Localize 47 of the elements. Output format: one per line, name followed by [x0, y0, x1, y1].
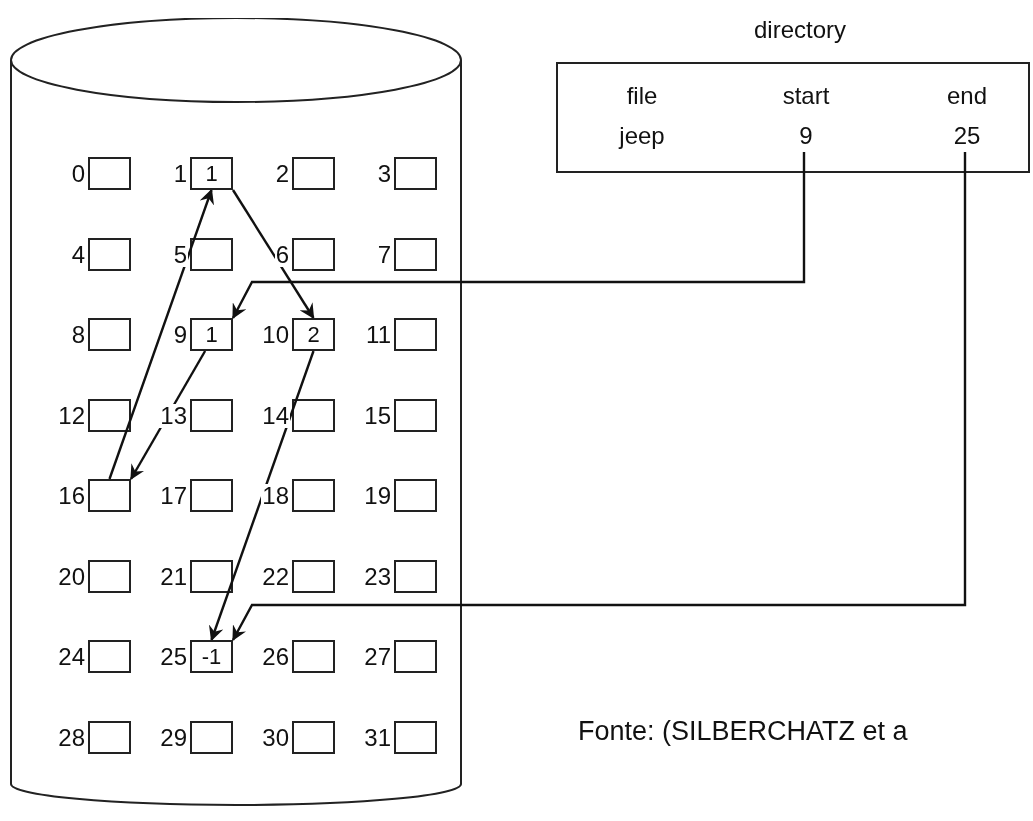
disk-block: 2	[292, 318, 335, 351]
arrow	[231, 152, 967, 642]
arrow	[108, 188, 214, 480]
disk-block	[190, 559, 233, 593]
table-cell: jeep	[602, 124, 682, 152]
disk-block	[190, 720, 233, 754]
table-cell: end	[922, 84, 1012, 112]
disk-block	[88, 318, 131, 351]
disk-block	[292, 640, 335, 673]
table-cell: start	[756, 84, 856, 112]
source-caption: Fonte: (SILBERCHATZ et a	[578, 716, 908, 747]
disk-block	[394, 559, 437, 593]
disk-block	[88, 720, 131, 754]
disk-block	[394, 237, 437, 271]
disk-block	[88, 559, 131, 593]
arrow	[209, 350, 315, 642]
arrow	[232, 189, 315, 320]
disk-block	[190, 398, 233, 432]
disk-block	[88, 398, 131, 432]
table-heading: directory	[753, 16, 847, 44]
arrow	[231, 152, 806, 320]
disk-block	[88, 479, 131, 512]
disk-block: -1	[190, 640, 233, 673]
disk-block	[394, 398, 437, 432]
disk-cylinder	[10, 18, 462, 806]
disk-block	[394, 479, 437, 512]
disk-block	[88, 640, 131, 673]
block-number: 13	[159, 403, 188, 428]
disk-block	[394, 720, 437, 754]
disk-block	[292, 479, 335, 512]
disk-block	[292, 237, 335, 271]
disk-block	[190, 479, 233, 512]
disk-block	[292, 157, 335, 190]
disk-block	[394, 157, 437, 190]
disk-block: 1	[190, 157, 233, 190]
disk-block: 1	[190, 318, 233, 351]
disk-block	[292, 720, 335, 754]
disk-block	[88, 157, 131, 190]
disk-block	[394, 318, 437, 351]
disk-block	[292, 559, 335, 593]
disk-block	[88, 237, 131, 271]
disk-block	[190, 237, 233, 271]
disk-block	[394, 640, 437, 673]
disk-block	[292, 398, 335, 432]
table-cell: 25	[937, 124, 997, 152]
table-cell: 9	[776, 124, 836, 152]
table-cell: file	[602, 84, 682, 112]
